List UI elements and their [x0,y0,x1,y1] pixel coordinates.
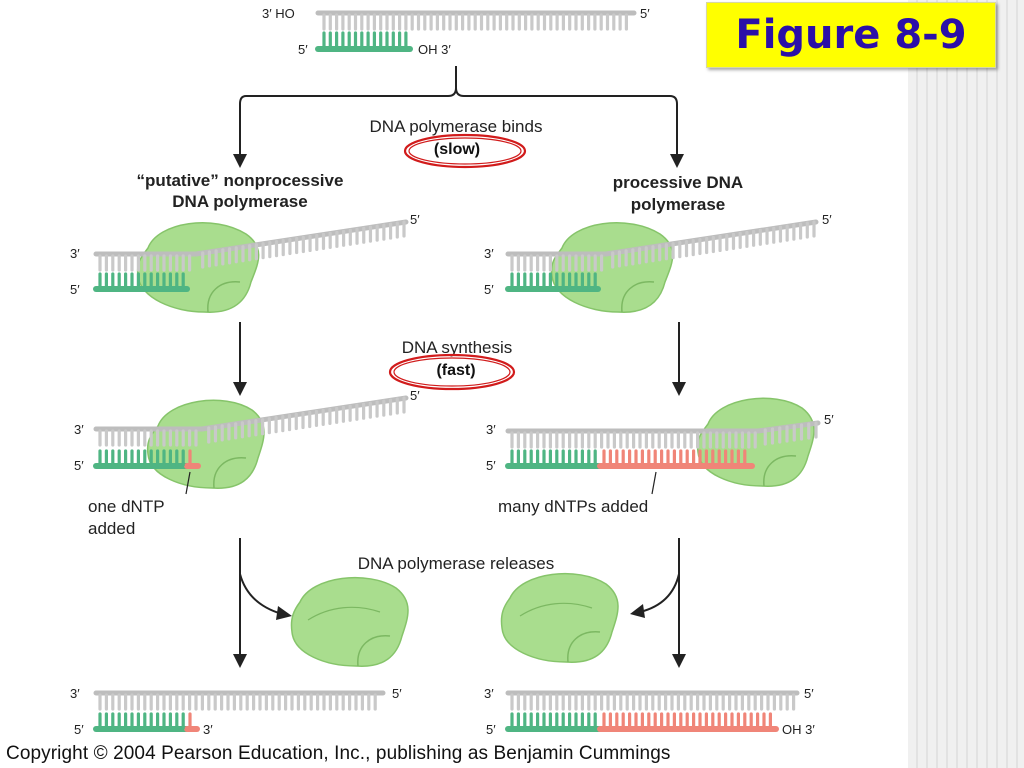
end-label: 5′ [70,282,80,297]
released-polymerase-right [500,572,619,663]
step1-text: DNA polymerase binds [370,117,543,136]
slow-highlight-oval [403,133,527,169]
end-label: 5′ [74,722,84,737]
end-label: 3′ [74,422,84,437]
arrow-head [233,654,247,668]
arrow-head [276,606,292,620]
right-final-dna: 3′ 5′ 5′ OH 3′ [484,686,815,737]
left-title-line2: DNA polymerase [172,192,307,211]
step3-text: DNA polymerase releases [358,554,555,573]
end-label: 5′ [486,458,496,473]
end-label: 5′ [822,212,832,227]
end-label: 5′ [486,722,496,737]
right-title-line1: processive DNA [613,173,743,192]
left-note-line1: one dNTP [88,497,165,516]
step2-text: DNA synthesis [402,338,513,357]
top-label-oh3: OH 3′ [418,42,451,57]
arrow-head [233,154,247,168]
top-label-3ho: 3′ HO [262,6,295,21]
end-label: 3′ [484,686,494,701]
left-title-line1: “putative” nonprocessive [137,171,344,190]
end-label: 3′ [203,722,213,737]
arrow-head [672,382,686,396]
arrow-head [630,604,645,618]
dna-base-ticks [98,13,818,730]
end-label: 3′ [486,422,496,437]
arrow-head [670,154,684,168]
arrow-head [233,382,247,396]
right-note: many dNTPs added [498,497,648,516]
end-label: 5′ [392,686,402,701]
end-label: 5′ [410,212,420,227]
left-final-dna: 3′ 5′ 5′ 3′ [70,686,402,737]
figure-label-badge: Figure 8-9 [706,2,996,68]
released-polymerase-left [290,576,409,667]
end-label: 3′ [70,686,80,701]
step1-slow: (slow) [434,141,480,158]
end-label: 5′ [824,412,834,427]
end-label: 5′ [410,388,420,403]
end-label: OH 3′ [782,722,815,737]
copyright-notice: Copyright © 2004 Pearson Education, Inc.… [6,743,671,764]
end-label: 5′ [804,686,814,701]
end-label: 3′ [70,246,80,261]
dna-polymerase-diagram: 3′ HO 5′ 5′ OH 3′ DNA polymerase binds (… [70,6,834,737]
end-label: 5′ [74,458,84,473]
top-label-5-left: 5′ [298,42,308,57]
polymerase-blob [136,222,260,313]
left-note-line2: added [88,519,135,538]
top-dna: 3′ HO 5′ 5′ OH 3′ [262,6,650,57]
decorative-stripes [908,0,1024,768]
step2-fast: (fast) [436,362,475,379]
split-brace [239,66,678,156]
left-bound-complex: 3′ 5′ 5′ [70,212,420,313]
fast-highlight-oval-inner [393,357,511,387]
end-label: 5′ [484,282,494,297]
fast-highlight-oval [388,353,516,391]
end-label: 3′ [484,246,494,261]
slow-highlight-oval-inner [408,137,522,165]
right-title-line2: polymerase [631,195,726,214]
arrow-head [672,654,686,668]
top-label-5-right: 5′ [640,6,650,21]
